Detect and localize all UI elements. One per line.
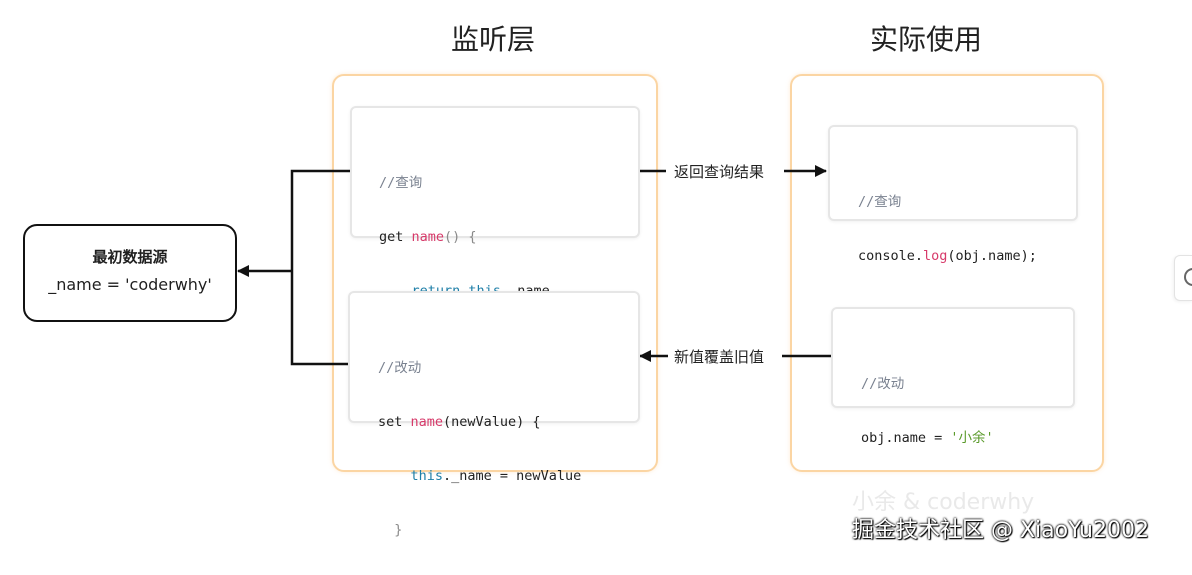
platform-watermark: 掘金技术社区 @ XiaoYu2002 [852,518,1149,543]
faint-watermark: 小余 & coderwhy [852,490,1035,515]
source-title: 最初数据源 [92,248,168,266]
write-comment: //改动 [861,376,905,392]
setter-comment: //改动 [378,360,422,376]
read-comment: //查询 [858,194,902,210]
getter-connector [290,169,350,366]
setter-line-1: set name(newValue) { [378,414,541,430]
side-tab-icon [1184,268,1192,286]
actual-use-heading: 实际使用 [869,23,982,56]
read-code: console.log(obj.name); [858,248,1037,264]
getter-line-1: get name() { [379,229,477,245]
read-usage-card: //查询 console.log(obj.name); [828,125,1078,264]
setter-line-2: this._name = newValue [410,468,582,484]
original-data-source: 最初数据源 _name = 'coderwhy' [23,224,237,322]
overwrite-label: 新值覆盖旧值 [670,346,769,367]
write-code: obj.name = '小余' [861,430,994,446]
listener-layer-heading: 监听层 [450,23,535,56]
getter-comment: //查询 [379,175,423,191]
connector-lines [237,165,831,366]
setter-card: //改动 set name(newValue) { this._name = n… [348,291,640,538]
return-result-label: 返回查询结果 [670,161,769,182]
getter-card: //查询 get name() { return this._name } [350,106,640,353]
write-usage-card: //改动 obj.name = '小余' [831,307,1075,446]
source-value: _name = 'coderwhy' [48,275,212,294]
side-floating-tab[interactable] [1174,255,1192,301]
setter-line-3: } [394,522,403,538]
